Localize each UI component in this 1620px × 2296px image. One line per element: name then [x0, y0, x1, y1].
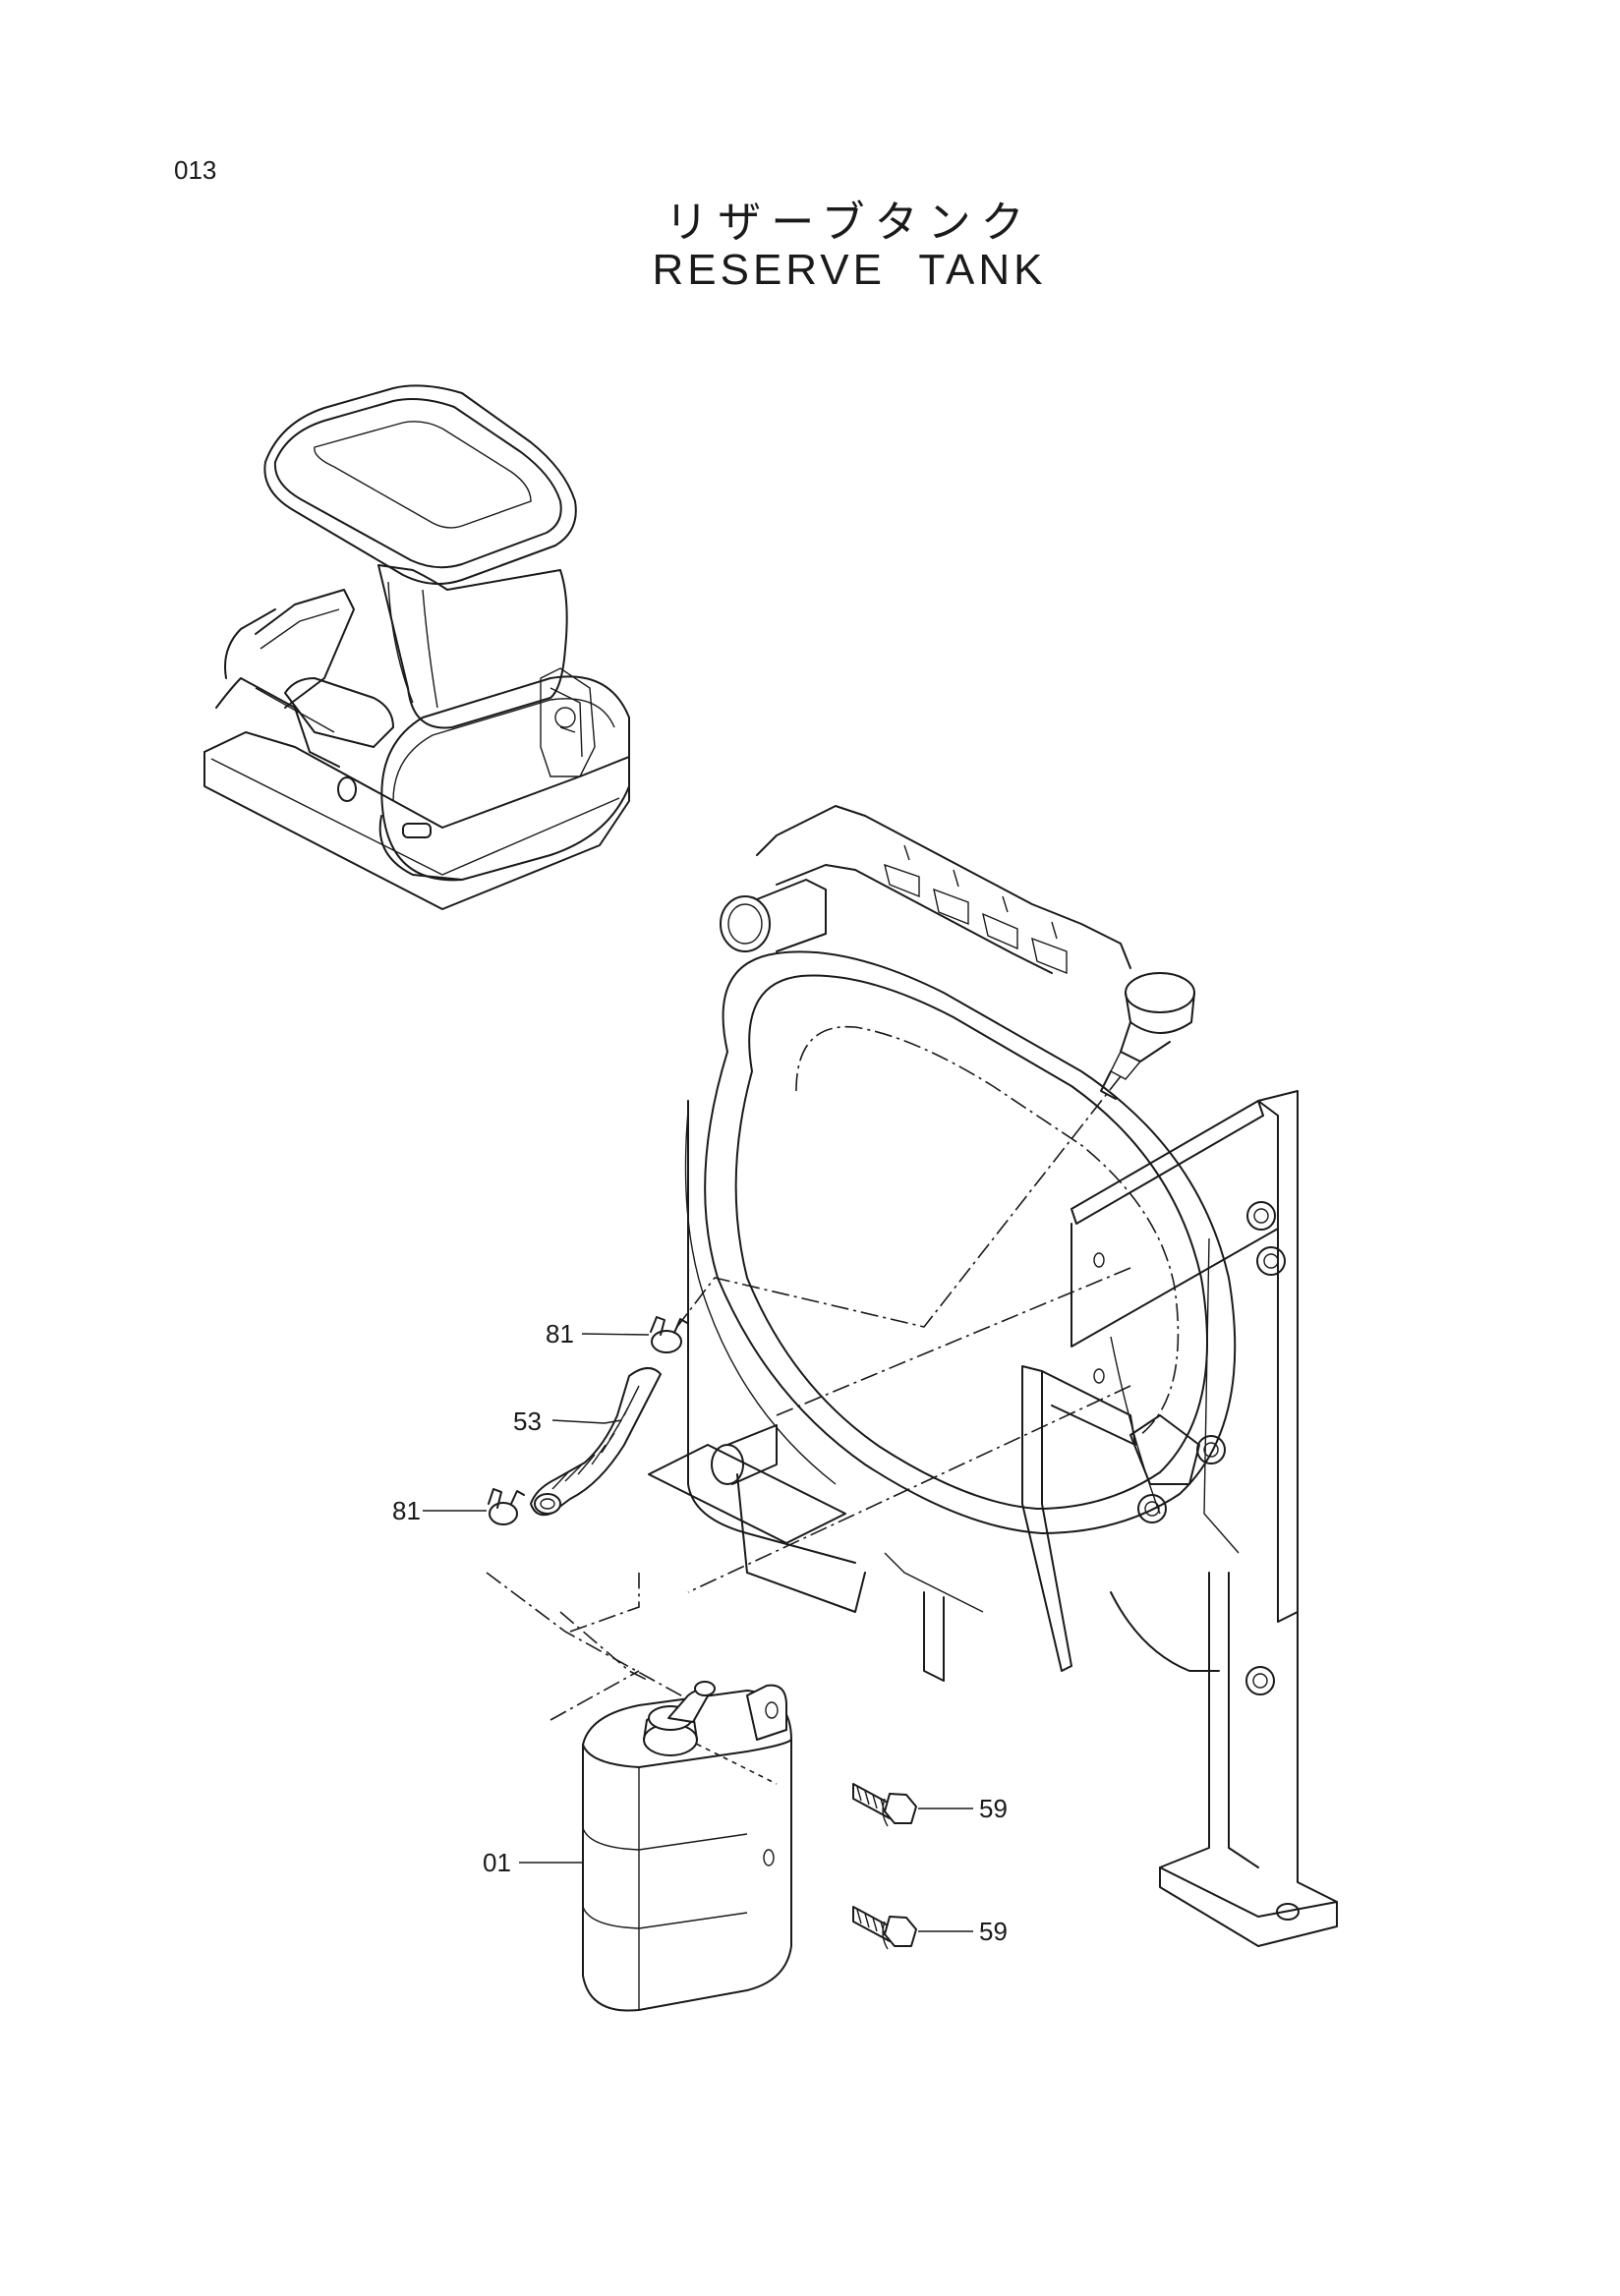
coolant-hose	[530, 1367, 662, 1517]
routing-lines	[486, 1075, 1131, 1721]
callout-59-upper: 59	[979, 1794, 1008, 1823]
radiator-assembly	[648, 805, 1338, 1947]
callout-53: 53	[513, 1406, 542, 1436]
bolt-lower	[852, 1906, 917, 1950]
callout-labels: 81 53 81 59 01 59	[392, 1319, 1008, 1946]
callout-81-lower: 81	[392, 1496, 421, 1525]
callout-59-lower: 59	[979, 1917, 1008, 1946]
bolt-upper	[852, 1783, 917, 1827]
hose-clamp-upper	[650, 1316, 688, 1353]
title-japanese: リザーブタンク	[665, 198, 1034, 248]
callout-leaders	[423, 1333, 973, 1932]
callout-81-upper: 81	[546, 1319, 574, 1349]
page-number: 013	[174, 155, 217, 185]
machine-overview-illustration	[203, 384, 630, 910]
callout-01: 01	[483, 1848, 511, 1877]
reserve-tank-parts	[488, 1316, 917, 2012]
title-english: RESERVE TANK	[652, 246, 1047, 294]
hose-clamp-lower	[488, 1488, 525, 1525]
reserve-tank	[582, 1681, 792, 2012]
